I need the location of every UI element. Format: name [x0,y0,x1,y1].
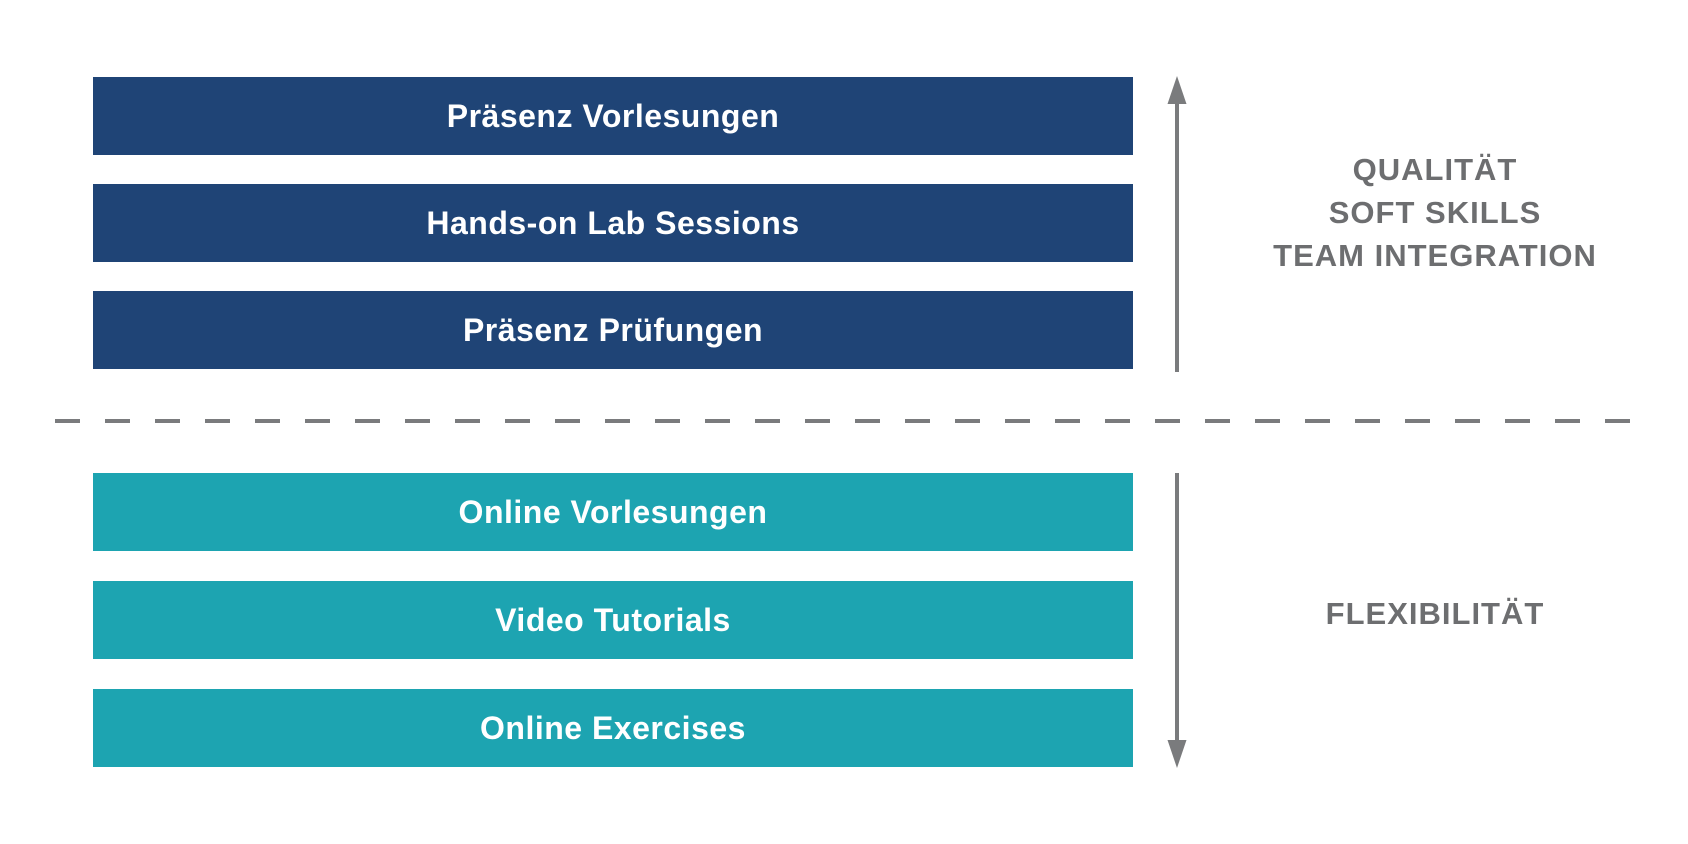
dashed-divider-line [55,419,1635,423]
bar-label: Hands-on Lab Sessions [426,204,800,241]
bar-label: Video Tutorials [495,601,731,638]
bar-video-tutorials: Video Tutorials [93,581,1133,659]
bar-praesenz-pruefungen: Präsenz Prüfungen [93,291,1133,369]
bar-praesenz-vorlesungen: Präsenz Vorlesungen [93,77,1133,155]
arrow-up-icon [1165,76,1189,372]
flexibility-side-label-line: FLEXIBILITÄT [1325,596,1545,631]
quality-side-label-line: QUALITÄT [1352,152,1518,187]
quality-side-label: QUALITÄT SOFT SKILLS TEAM INTEGRATION [1185,148,1685,277]
bar-hands-on-lab-sessions: Hands-on Lab Sessions [93,184,1133,262]
bar-label: Präsenz Prüfungen [462,311,764,348]
quality-side-label-line: TEAM INTEGRATION [1273,238,1597,273]
bar-label: Online Exercises [480,709,746,746]
bar-online-exercises: Online Exercises [93,689,1133,767]
flexibility-side-label: FLEXIBILITÄT [1185,592,1685,635]
bar-online-vorlesungen: Online Vorlesungen [93,473,1133,551]
quality-side-label-line: SOFT SKILLS [1328,195,1542,230]
bar-label: Online Vorlesungen [458,493,768,530]
bar-label: Präsenz Vorlesungen [446,97,780,134]
arrow-down-icon [1165,473,1189,768]
